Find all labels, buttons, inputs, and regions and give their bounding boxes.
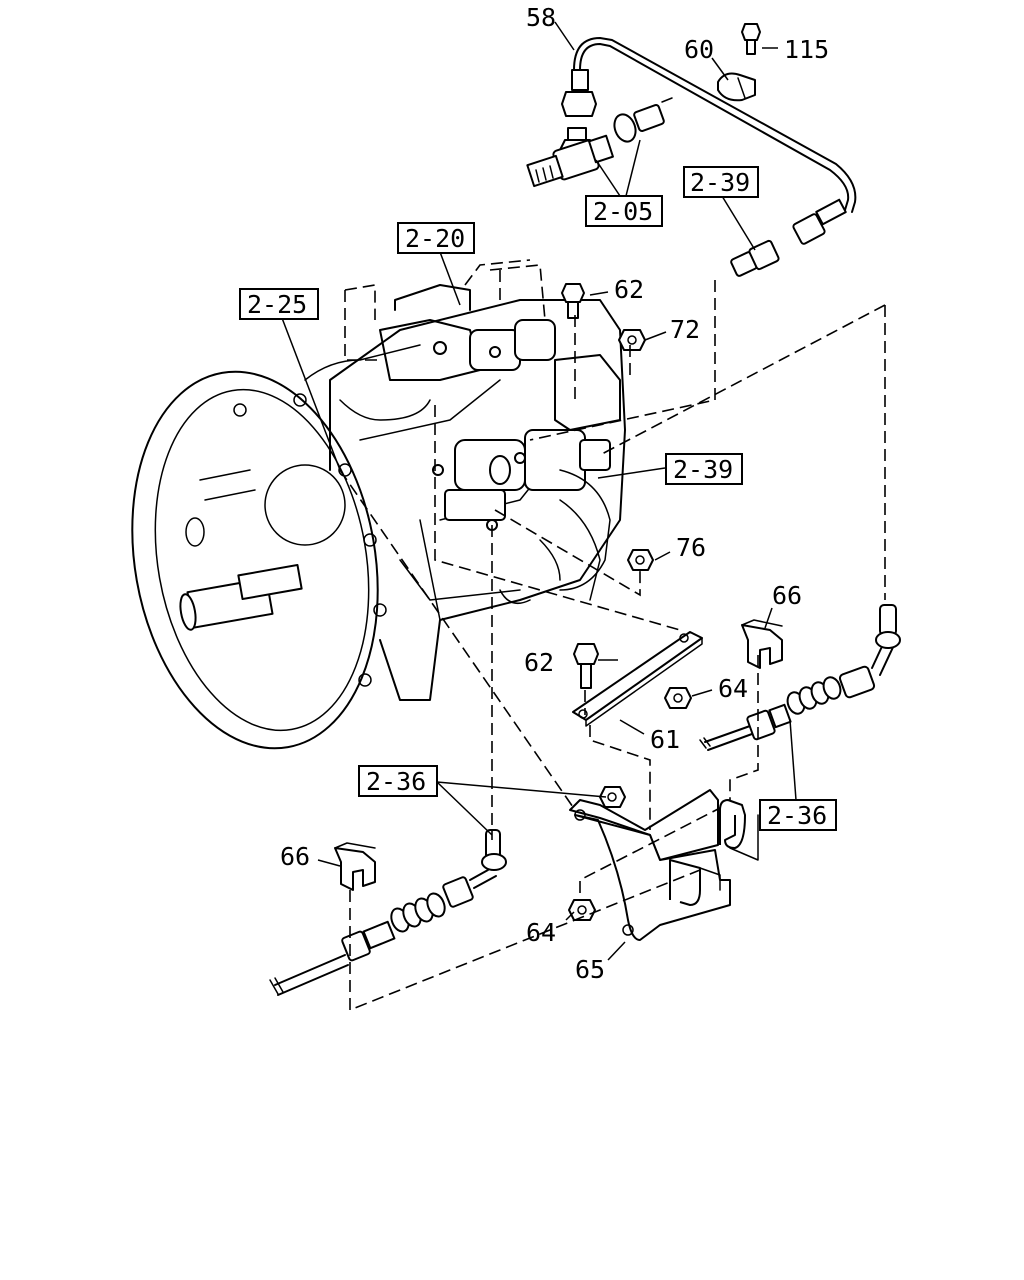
ref-2-36-left: 2-36 xyxy=(366,767,426,796)
ref-2-20: 2-20 xyxy=(405,224,465,253)
label-60: 60 xyxy=(684,35,714,64)
label-61: 61 xyxy=(650,725,680,754)
shift-cable-left xyxy=(269,829,507,996)
ref-2-25: 2-25 xyxy=(247,290,307,319)
shift-tower xyxy=(344,259,621,431)
air-pipe-assembly xyxy=(526,37,857,277)
label-66-upper: 66 xyxy=(772,581,802,610)
transmission-assembly xyxy=(131,259,626,750)
label-76: 76 xyxy=(676,533,706,562)
ref-2-05: 2-05 xyxy=(593,197,653,226)
nut-72 xyxy=(618,329,646,351)
selector-valve xyxy=(432,429,611,601)
clip-66-lower xyxy=(334,842,376,891)
bolt-62-upper xyxy=(561,283,585,319)
leader-lines xyxy=(281,21,797,961)
label-115: 115 xyxy=(784,35,829,64)
label-58: 58 xyxy=(526,3,556,32)
nut-64-upper xyxy=(664,687,692,709)
label-65: 65 xyxy=(575,955,605,984)
check-valve xyxy=(730,239,780,277)
clamp-60 xyxy=(717,72,756,102)
label-64-upper: 64 xyxy=(718,674,748,703)
label-62-upper: 62 xyxy=(614,275,644,304)
bracket-61 xyxy=(572,631,703,727)
ref-2-39-lower: 2-39 xyxy=(673,455,733,484)
label-64-lower: 64 xyxy=(526,918,556,947)
ref-2-36-right: 2-36 xyxy=(767,801,827,830)
nut-76 xyxy=(627,549,654,571)
label-72: 72 xyxy=(670,315,700,344)
label-62-lower: 62 xyxy=(524,648,554,677)
label-66-lower: 66 xyxy=(280,842,310,871)
shift-cable-right xyxy=(699,604,901,751)
bolt-62-lower xyxy=(573,643,599,689)
part-labels: 58 60 115 62 72 76 66 62 64 61 66 64 65 xyxy=(280,3,829,984)
assembly-lines xyxy=(339,280,886,1012)
tee-fitting xyxy=(526,127,614,188)
bolt-115 xyxy=(741,23,761,55)
ref-2-39-upper: 2-39 xyxy=(690,168,750,197)
input-shaft xyxy=(179,464,346,631)
group-reference-boxes: 2-05 2-39 2-20 2-25 2-39 2-36 2-36 xyxy=(239,166,837,831)
clip-66-upper xyxy=(741,619,783,669)
nut-64-lower xyxy=(568,899,596,921)
bracket-65 xyxy=(569,789,759,941)
